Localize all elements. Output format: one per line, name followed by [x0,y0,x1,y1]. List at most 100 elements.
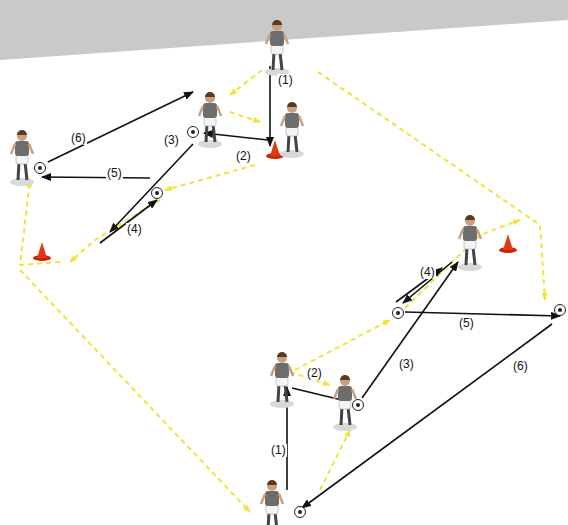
player-shorts [464,240,476,249]
player-shadow [333,423,357,431]
player [260,480,284,525]
player-hair [277,352,287,357]
player-leg [348,407,350,425]
player-head [205,93,215,103]
player-head [287,103,297,113]
callout-number: (2) [235,150,252,163]
player-arm [199,106,203,116]
player-shirt [270,31,284,46]
player-shorts [339,400,351,409]
callout-number: (3) [398,358,415,371]
player-leg [285,384,287,402]
player-shirt [463,226,477,241]
player-shorts [204,117,216,126]
player-arm [352,389,356,399]
player [458,215,482,271]
player-arm [334,389,338,399]
ball-patch [38,166,42,170]
player-arm [266,34,270,44]
player-shirt [275,363,289,378]
player-arm [29,144,33,154]
callout-number: (4) [419,266,436,279]
player-arm [281,116,285,126]
callout-number: (6) [512,360,529,373]
callout-number: (5) [458,317,475,330]
player-leg [273,52,274,70]
player-arm [289,366,293,376]
player-head [17,131,27,141]
pass-arrows [42,66,560,508]
player [270,352,294,408]
player-leg [213,124,215,142]
player-leg [473,247,475,265]
ball [555,305,566,316]
cone [37,242,47,258]
player-arm [284,34,288,44]
callout-number: (4) [126,223,143,236]
player-shirt [285,113,299,128]
pitch [0,20,568,525]
player-hair [17,130,27,135]
player-shadow [198,140,222,148]
player-leg [288,134,289,152]
player-arm [279,494,283,504]
ball-patch [396,311,400,315]
ball [35,163,46,174]
player-shirt [15,141,29,156]
callout-number: (6) [70,132,87,145]
callout-number: (5) [106,167,123,180]
player-hair [267,480,277,485]
player-leg [280,52,282,70]
player-arm [261,494,265,504]
ball [152,188,163,199]
player-leg [18,162,19,180]
player-shorts [286,127,298,136]
player [265,20,289,76]
player-shadow [10,178,34,186]
player [280,102,304,158]
ball-patch [558,308,562,312]
player-hair [465,215,475,220]
player-head [267,481,277,491]
callout-number: (2) [306,367,323,380]
player-leg [295,134,297,152]
player-shirt [203,103,217,118]
player [198,92,222,148]
player-hair [272,20,282,25]
player-hair [287,102,297,107]
cone [270,140,280,156]
player-arm [477,229,481,239]
player-arm [217,106,221,116]
player-leg [206,124,207,142]
player-leg [25,162,27,180]
player-shirt [265,491,279,506]
player-shorts [266,505,278,514]
player-arm [299,116,303,126]
ball [353,400,364,411]
player-arm [11,144,15,154]
player-leg [466,247,467,265]
run-paths [20,70,545,512]
player-shorts [276,377,288,386]
player-head [465,216,475,226]
player-head [272,21,282,31]
player-arm [459,229,463,239]
player-shirt [338,386,352,401]
player-head [277,353,287,363]
player-leg [278,384,279,402]
player [10,130,34,186]
ball [295,507,306,518]
player-hair [340,375,350,380]
callout-number: (3) [163,134,180,147]
callout-number: (1) [270,444,287,457]
ball-patch [155,191,159,195]
player-shadow [280,150,304,158]
player-shorts [16,155,28,164]
player-hair [205,92,215,97]
ball-patch [298,510,302,514]
player-shadow [458,263,482,271]
player-head [340,376,350,386]
player-arm [271,366,275,376]
player-shorts [271,45,283,54]
